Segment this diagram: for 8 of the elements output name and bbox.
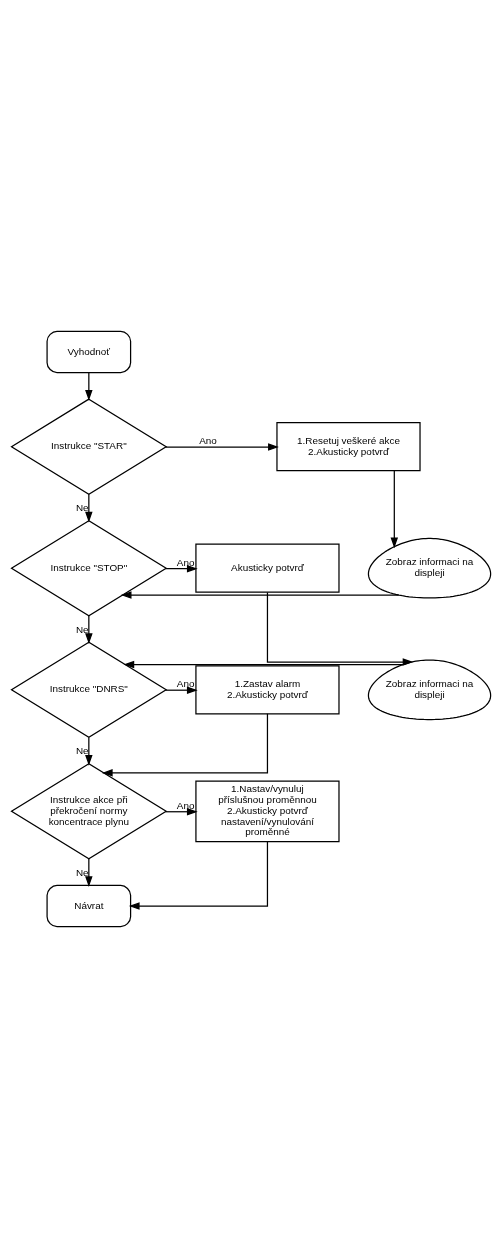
edge-label: Ne xyxy=(75,502,89,514)
edge-label: Ne xyxy=(75,623,89,635)
edge-label: Ano xyxy=(176,678,195,690)
edge-label: Ano xyxy=(199,435,217,447)
edge-label: Ano xyxy=(176,799,195,811)
edge-label: Ano xyxy=(176,556,195,568)
edge-label: Ne xyxy=(75,866,89,878)
edge-label: Ne xyxy=(75,745,89,757)
